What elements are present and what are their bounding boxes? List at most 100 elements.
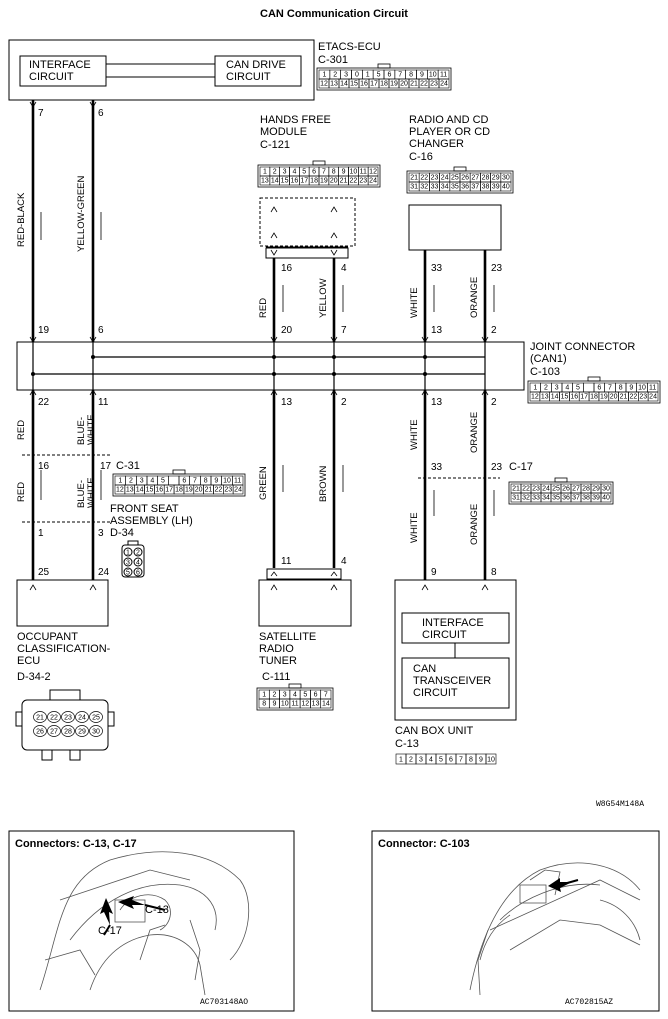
connector-cell-label: 31 [410, 184, 418, 191]
connector-cell-label: 0 [355, 72, 359, 79]
connector-cell-label: 5 [439, 757, 443, 764]
connector-cell-label: 18 [310, 178, 318, 185]
connector-cell-label: 31 [512, 495, 520, 502]
connector-tab [288, 683, 302, 689]
connector-cell-label: 1 [322, 72, 326, 79]
connector-cell-label: 15 [281, 178, 289, 185]
connector-cell-label: 10 [487, 757, 495, 764]
connector-cell-label: 30 [602, 486, 610, 493]
connector-cell-label: 16 [570, 394, 578, 401]
occupant-pin-cell [47, 711, 61, 723]
connector-cell-label: 22 [522, 486, 530, 493]
joint-top-pin: 19 [38, 325, 50, 336]
occupant-pin-cell [33, 725, 47, 737]
connector-cell-label: 38 [582, 495, 590, 502]
connector-cell-label: 27 [572, 486, 580, 493]
connector-cell-label: 23 [359, 178, 367, 185]
connector-cell-label: 23 [532, 486, 540, 493]
connector-cell-label: 1 [399, 757, 403, 764]
wire-orange-bottom: ORANGE [469, 504, 480, 545]
connector-cell-label: 14 [340, 81, 348, 88]
occupant-pin-cell [61, 725, 75, 737]
connector-cell-label: 24 [542, 486, 550, 493]
connector-cell-label: 39 [592, 495, 600, 502]
connector-cell-label: 17 [300, 178, 308, 185]
connector-cell-label: 12 [369, 169, 377, 176]
seat-pin-16: 16 [38, 461, 50, 472]
connector-cell [647, 391, 659, 402]
connector-cell-label: 1 [118, 478, 122, 485]
connector-cell-label: 15 [561, 394, 569, 401]
d34-cell: 5 [126, 570, 130, 577]
connector-cell-label: 21 [410, 81, 418, 88]
connector-cell [583, 382, 595, 393]
radio-wires: WHITE ORANGE [409, 250, 495, 342]
occupant-pin-label: 24 [78, 715, 86, 722]
wire-orange: ORANGE [469, 277, 480, 318]
dash-illustration-right [469, 862, 641, 996]
seat-pin-17: 17 [100, 461, 112, 472]
connector-cell-label: 16 [155, 487, 163, 494]
connector-cell-label: 3 [419, 757, 423, 764]
connector-cell-label: 8 [469, 757, 473, 764]
joint-top-pin: 6 [98, 325, 104, 336]
connector-cell-label: 12 [320, 81, 328, 88]
connector-cell-label: 15 [350, 81, 358, 88]
joint-bottom-pin: 2 [341, 397, 347, 408]
connector-cell-label: 25 [552, 486, 560, 493]
joint-bottom-pin: 2 [491, 397, 497, 408]
connector-cell-label: 21 [340, 178, 348, 185]
connector-cell-label: 16 [360, 81, 368, 88]
connector-cell-label: 34 [542, 495, 550, 502]
connector-cell-label: 13 [261, 178, 269, 185]
connector-cell [232, 484, 244, 495]
occupant-pin-cell [75, 725, 89, 737]
wire-yellow-green: YELLOW-GREEN [76, 175, 87, 252]
connector-cell-label: 9 [214, 478, 218, 485]
satellite-pin-4: 4 [341, 556, 347, 567]
occupant-pin-label: 21 [36, 715, 44, 722]
connector-cell-label: 9 [420, 72, 424, 79]
connector-cell-label: 14 [136, 487, 144, 494]
connector-cell-label: 23 [639, 394, 647, 401]
connector-cell-label: 11 [440, 72, 447, 79]
connector-cell-label: 8 [409, 72, 413, 79]
d34-cell: 2 [136, 550, 140, 557]
joint-top-pin: 20 [281, 325, 293, 336]
radio-pin-33: 33 [431, 263, 443, 274]
occupant-pin-label: 28 [64, 729, 72, 736]
connector-cell-label: 30 [502, 175, 510, 182]
joint-top-pin: 7 [341, 325, 347, 336]
occupant-pin-label: 22 [50, 715, 58, 722]
occupant-pin-cell [75, 711, 89, 723]
joint-bottom-pin: 13 [431, 397, 443, 408]
connector-cell-label: 38 [482, 184, 490, 191]
connector-cell-label: 11 [649, 385, 656, 392]
connector-cell-label: 22 [214, 487, 222, 494]
connector-cell-label: 29 [592, 486, 600, 493]
occupant-pin-label: 23 [64, 715, 72, 722]
arrow-c103 [548, 878, 579, 892]
seat-pin-3: 3 [98, 528, 104, 539]
diagram-code: W8G54M148A [596, 800, 644, 809]
occupant-pin-label: 27 [50, 729, 58, 736]
satellite-connector: C-111 [262, 671, 290, 683]
connector-cell-label: 6 [597, 385, 601, 392]
d34-connector: D-34 [110, 527, 134, 539]
connector-tab [453, 166, 467, 172]
joint-top-pins: 19 6 20 7 13 2 [38, 325, 497, 336]
occupant-pin-label: 29 [78, 729, 86, 736]
connector-cell-label: 7 [608, 385, 612, 392]
connector-cell-label: 7 [324, 692, 328, 699]
c17-pin-33: 33 [431, 462, 443, 473]
d34-cell: 6 [136, 570, 140, 577]
wire-yellow: YELLOW [318, 278, 329, 318]
connector-cell-label: 29 [492, 175, 500, 182]
occupant-pin-label: 30 [92, 729, 100, 736]
